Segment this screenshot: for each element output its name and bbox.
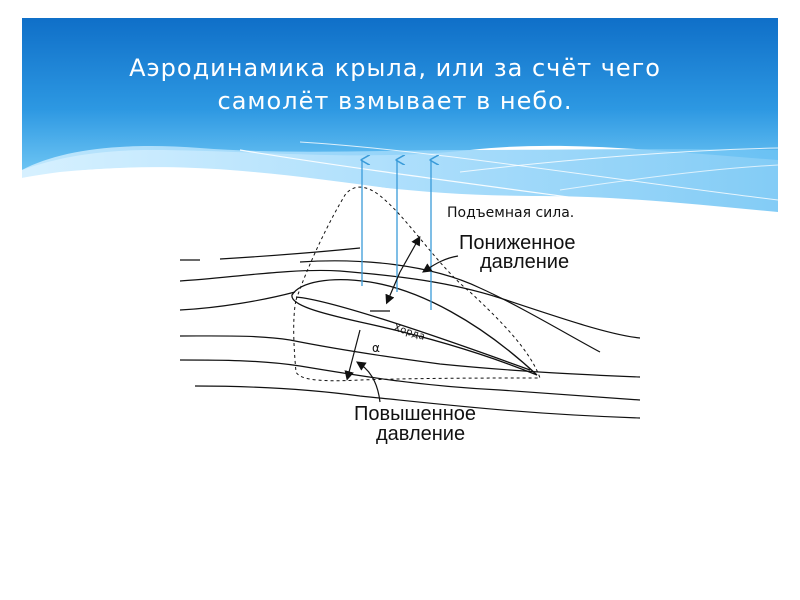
low-pressure-label-line-1: Пониженное	[459, 232, 576, 254]
lift-label: Подъемная сила.	[447, 205, 574, 221]
chord-label: Хорда	[392, 322, 426, 342]
wing-profile	[291, 279, 538, 376]
streamlines	[179, 247, 641, 419]
slide-title: Аэродинамика крыла, или за счёт чего сам…	[60, 52, 730, 118]
slide-title-line-1: Аэродинамика крыла, или за счёт чего	[129, 54, 661, 82]
header-wave-background	[22, 18, 779, 230]
lift-arrows	[362, 160, 431, 310]
high-pressure-label-line-1: Повышенное	[354, 403, 476, 425]
low-pressure-label-line-2: давление	[480, 251, 569, 273]
high-pressure-label-line-2: давление	[376, 423, 465, 445]
slide-title-line-2: самолёт взмывает в небо.	[217, 87, 573, 115]
alpha-label: α	[372, 341, 380, 355]
annotation-arrows	[344, 235, 459, 403]
